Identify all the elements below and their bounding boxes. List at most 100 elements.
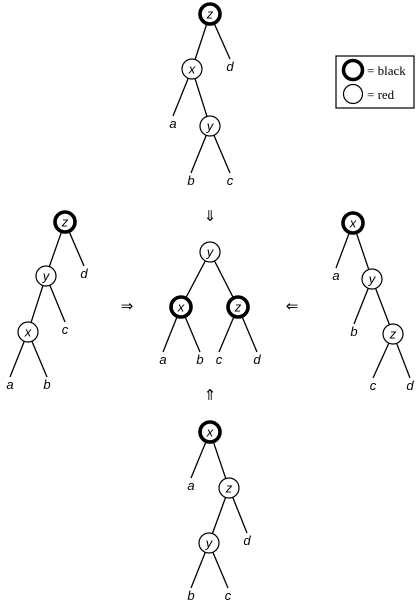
tree-edge bbox=[374, 288, 391, 325]
tree-node-z-red: z bbox=[382, 323, 404, 345]
node-label: z bbox=[389, 327, 397, 342]
tree-edge bbox=[172, 78, 189, 117]
node-label: x bbox=[177, 300, 185, 315]
tree-node-z-black: z bbox=[226, 295, 250, 319]
tree-edge bbox=[353, 288, 369, 325]
node-label: y bbox=[206, 245, 215, 260]
tree-edge bbox=[213, 260, 235, 299]
red-node-circle bbox=[199, 241, 221, 263]
subtree-label: c bbox=[227, 173, 234, 188]
subtree-label: c bbox=[216, 352, 223, 367]
node-label: x bbox=[206, 425, 214, 440]
node-label: y bbox=[368, 272, 377, 287]
subtree-label: b bbox=[187, 588, 194, 603]
arrow-left: ⇐ bbox=[286, 297, 299, 315]
subtree-label: b bbox=[196, 352, 203, 367]
tree-node-x-black: x bbox=[341, 211, 365, 235]
node-label: z bbox=[234, 300, 242, 315]
subtree-label: a bbox=[159, 352, 166, 367]
tree-edge bbox=[68, 230, 85, 267]
tree-node-x-black: x bbox=[169, 295, 193, 319]
node-label: x bbox=[24, 325, 32, 340]
tree-node-y-red: y bbox=[198, 532, 220, 554]
black-node-circle bbox=[53, 210, 77, 234]
tree-top: z x y a b c d bbox=[169, 2, 234, 188]
subtree-label: b bbox=[43, 377, 50, 392]
legend-black-swatch bbox=[341, 58, 365, 82]
tree-edge bbox=[190, 552, 206, 589]
tree-edge bbox=[355, 232, 370, 270]
tree-edge bbox=[211, 497, 227, 534]
subtree-label: b bbox=[350, 324, 357, 339]
tree-node-y-red: y bbox=[199, 241, 221, 263]
subtree-label: d bbox=[80, 266, 88, 281]
node-label: x bbox=[349, 216, 357, 231]
black-node-circle bbox=[226, 295, 250, 319]
node-label: z bbox=[206, 7, 214, 22]
tree-edge bbox=[9, 341, 25, 378]
red-node-circle bbox=[198, 532, 220, 554]
tree-edge bbox=[218, 315, 235, 353]
legend-black-label: = black bbox=[367, 63, 406, 78]
subtree-label: d bbox=[226, 59, 234, 74]
tree-edge bbox=[190, 440, 207, 479]
tree-edge bbox=[185, 260, 206, 299]
tree-left: z y x a b c d bbox=[6, 210, 88, 392]
red-node-circle bbox=[181, 58, 203, 80]
subtree-label: c bbox=[370, 378, 377, 393]
node-label: y bbox=[42, 269, 51, 284]
tree-node-y-red: y bbox=[361, 268, 383, 290]
legend: = black = red bbox=[335, 55, 415, 109]
red-node-circle bbox=[361, 268, 383, 290]
black-node-circle bbox=[198, 2, 222, 26]
tree-edge bbox=[372, 342, 390, 379]
black-node-circle bbox=[198, 420, 222, 444]
tree-edge bbox=[335, 232, 351, 269]
subtree-label: a bbox=[169, 116, 176, 131]
red-node-circle bbox=[17, 321, 39, 343]
legend-red-label: = red bbox=[367, 87, 395, 102]
tree-edge bbox=[232, 497, 248, 534]
subtree-label: c bbox=[225, 588, 232, 603]
tree-node-z-black: z bbox=[53, 210, 77, 234]
tree-edge bbox=[31, 340, 48, 378]
subtree-label: c bbox=[62, 322, 69, 337]
tree-edge bbox=[194, 78, 208, 117]
tree-edge bbox=[184, 315, 201, 353]
node-label: y bbox=[206, 119, 215, 134]
subtree-label: a bbox=[6, 377, 13, 392]
tree-node-y-red: y bbox=[199, 115, 221, 137]
red-node-circle bbox=[382, 323, 404, 345]
tree-node-z-red: z bbox=[218, 477, 240, 499]
legend-red-swatch bbox=[342, 83, 364, 105]
red-node-circle bbox=[199, 115, 221, 137]
tree-edge bbox=[212, 441, 227, 479]
node-label: x bbox=[188, 62, 196, 77]
tree-edge bbox=[213, 22, 231, 60]
arrow-right: ⇒ bbox=[121, 297, 134, 315]
black-node-circle bbox=[169, 295, 193, 319]
subtree-label: a bbox=[332, 268, 339, 283]
red-node-circle bbox=[35, 265, 57, 287]
tree-edge bbox=[395, 343, 411, 379]
arrow-up: ⇑ bbox=[204, 386, 217, 404]
tree-edge bbox=[30, 285, 44, 323]
tree-node-z-black: z bbox=[198, 2, 222, 26]
tree-node-y-red: y bbox=[35, 265, 57, 287]
subtree-label: b bbox=[187, 173, 194, 188]
subtree-label: d bbox=[253, 352, 261, 367]
black-node-circle bbox=[341, 211, 365, 235]
red-node-circle bbox=[218, 477, 240, 499]
tree-node-x-red: x bbox=[181, 58, 203, 80]
tree-edge bbox=[48, 231, 63, 267]
tree-edge bbox=[241, 315, 258, 353]
arrow-down: ⇓ bbox=[204, 207, 217, 225]
node-label: y bbox=[205, 536, 214, 551]
node-label: z bbox=[61, 215, 69, 230]
tree-node-x-black: x bbox=[198, 420, 222, 444]
